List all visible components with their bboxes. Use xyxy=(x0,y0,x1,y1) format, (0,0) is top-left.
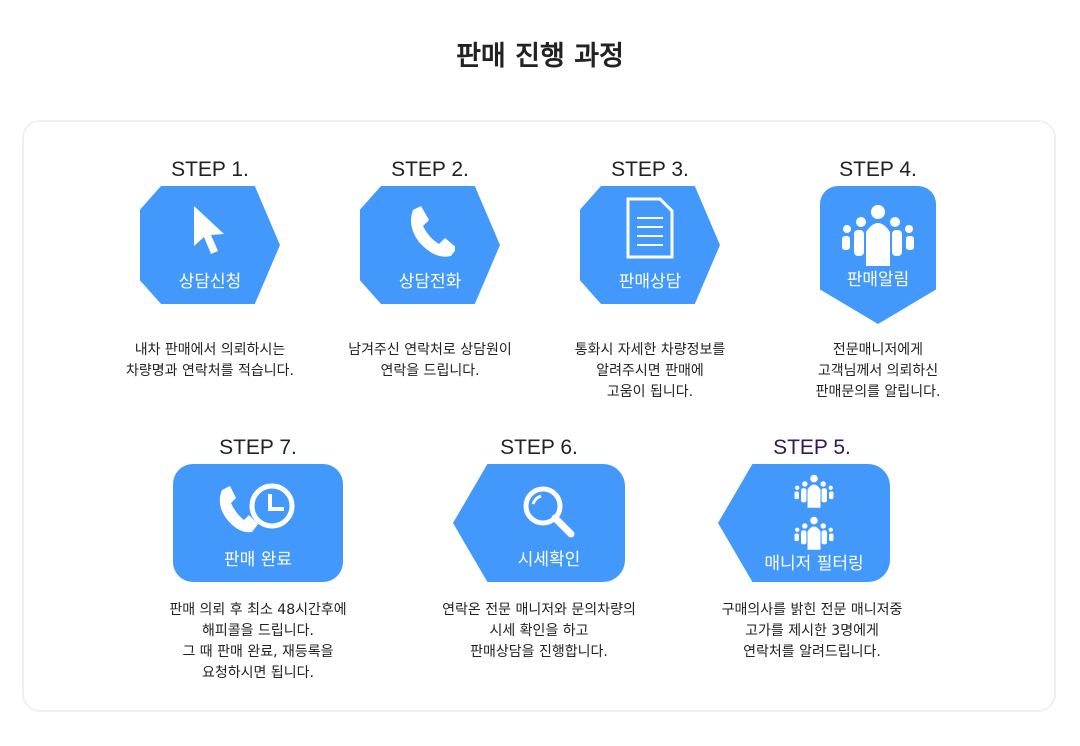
step-label: 판매알림 xyxy=(846,270,910,290)
step-number: STEP 5. xyxy=(773,436,851,459)
step-5-badge: 매니저 필터링 xyxy=(718,464,890,582)
step-4: STEP 4. 판매알림 전문매니저에게 고객님께서 의뢰하신 판매문의를 알립… xyxy=(768,158,988,403)
step-number: STEP 6. xyxy=(500,436,578,459)
step-3: STEP 3. 판매상담 통화시 자세한 차량정보를 알려주시면 판매에 고움이… xyxy=(540,158,760,403)
step-number: STEP 7. xyxy=(219,436,297,459)
step-4-badge: 판매알림 xyxy=(820,186,936,324)
step-label: 판매 완료 xyxy=(224,550,292,570)
step-description: 구매의사를 밝힌 전문 매니저중 고가를 제시한 3명에게 연락처를 알려드립니… xyxy=(721,602,903,660)
step-label: 매니저 필터링 xyxy=(764,554,864,574)
group-icon xyxy=(794,474,834,508)
step-5: STEP 5. 매니저 필터링 구매의사를 밝힌 전문 매니저중 고가를 제시한… xyxy=(702,436,922,663)
step-label: 시세확인 xyxy=(517,550,581,570)
step-number: STEP 1. xyxy=(171,158,249,181)
step-number: STEP 2. xyxy=(391,158,469,181)
step-description: 전문매니저에게 고객님께서 의뢰하신 판매문의를 알립니다. xyxy=(815,342,941,400)
step-6: STEP 6. 시세확인 연락온 전문 매니저와 문의차량의 시세 확인을 하고… xyxy=(429,436,649,663)
phone-clock-icon xyxy=(219,483,295,533)
group-icon xyxy=(842,205,914,266)
step-7-badge: 판매 완료 xyxy=(173,464,343,582)
document-icon xyxy=(626,197,674,259)
step-3-badge: 판매상담 xyxy=(580,186,720,304)
step-label: 판매상담 xyxy=(618,272,682,292)
step-1: STEP 1. 상담신청 내차 판매에서 의뢰하시는 차량명과 연락처를 적습니… xyxy=(100,158,320,382)
step-number: STEP 4. xyxy=(839,158,917,181)
phone-icon xyxy=(411,206,455,257)
step-description: 판매 의뢰 후 최소 48시간후에 해피콜을 드립니다. 그 때 판매 완료, … xyxy=(169,602,347,681)
step-2-badge: 상담전화 xyxy=(360,186,500,304)
step-2: STEP 2. 상담전화 남겨주신 연락처로 상담원이 연락을 드립니다. xyxy=(320,158,540,382)
step-label: 상담신청 xyxy=(178,272,242,292)
step-1-badge: 상담신청 xyxy=(140,186,280,304)
step-6-badge: 시세확인 xyxy=(453,464,625,582)
step-description: 내차 판매에서 의뢰하시는 차량명과 연락처를 적습니다. xyxy=(126,342,294,379)
step-label: 상담전화 xyxy=(398,272,462,292)
search-icon xyxy=(523,486,575,538)
step-description: 연락온 전문 매니저와 문의차량의 시세 확인을 하고 판매상담을 진행합니다. xyxy=(442,602,636,660)
group-icon xyxy=(794,516,834,550)
cursor-icon xyxy=(194,206,224,254)
process-card xyxy=(22,120,1056,712)
step-description: 통화시 자세한 차량정보를 알려주시면 판매에 고움이 됩니다. xyxy=(574,342,726,400)
step-description: 남겨주신 연락처로 상담원이 연락을 드립니다. xyxy=(348,342,512,379)
step-7: STEP 7. 판매 완료 판매 의뢰 후 최소 48시간후에 해피콜을 드립니… xyxy=(148,436,368,684)
step-number: STEP 3. xyxy=(611,158,689,181)
page-title: 판매 진행 과정 xyxy=(456,41,624,72)
